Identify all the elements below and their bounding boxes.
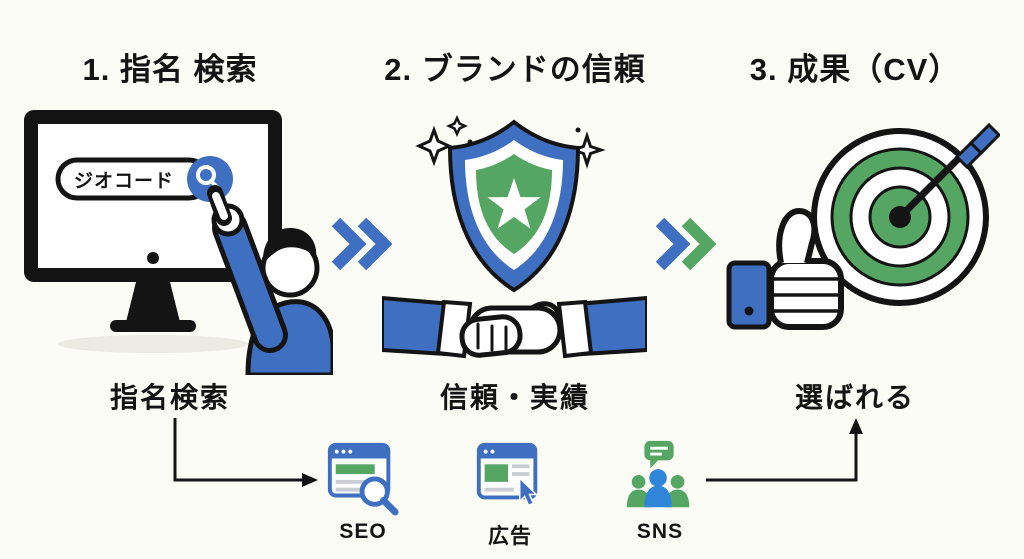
step2-caption: 信頼・実績	[439, 382, 590, 413]
ad-label: 広告	[488, 525, 532, 548]
double-chevron-right-icon	[328, 216, 392, 272]
star-icon	[487, 178, 541, 229]
ad-browser-cursor-icon	[471, 436, 549, 516]
search-box-text: ジオコード	[74, 171, 174, 192]
double-chevron-right-icon	[652, 216, 716, 272]
step3-caption: 選ばれる	[794, 382, 915, 413]
arrow-to-result	[706, 418, 863, 482]
people-group	[626, 469, 690, 508]
step2-header: 2. ブランドの信頼	[384, 52, 646, 87]
thumbs-up-target-illustration	[715, 105, 1000, 370]
sns-label: SNS	[636, 520, 684, 543]
cursor-icon	[519, 476, 539, 507]
shield-handshake-illustration	[382, 108, 647, 376]
shield-star-badge	[447, 119, 581, 293]
seo-label: SEO	[339, 520, 387, 543]
monitor-search-person-illustration: ジオコード	[18, 100, 333, 375]
person-pointing	[207, 185, 333, 375]
step1-caption: 指名検索	[109, 382, 230, 413]
step3-header: 3. 成果（CV）	[749, 52, 961, 87]
sns-people-chat-icon	[621, 436, 699, 516]
step1-header: 1. 指名 検索	[82, 52, 258, 87]
search-bar: ジオコード	[55, 156, 233, 202]
magnifier-icon	[359, 476, 399, 516]
speech-bubble-icon	[644, 440, 674, 469]
seo-browser-magnifier-icon	[324, 436, 402, 516]
handshake	[382, 295, 647, 359]
thumbs-up-hand	[726, 207, 844, 330]
arrow-to-channels	[173, 418, 318, 487]
dart-arrow	[896, 122, 1000, 221]
